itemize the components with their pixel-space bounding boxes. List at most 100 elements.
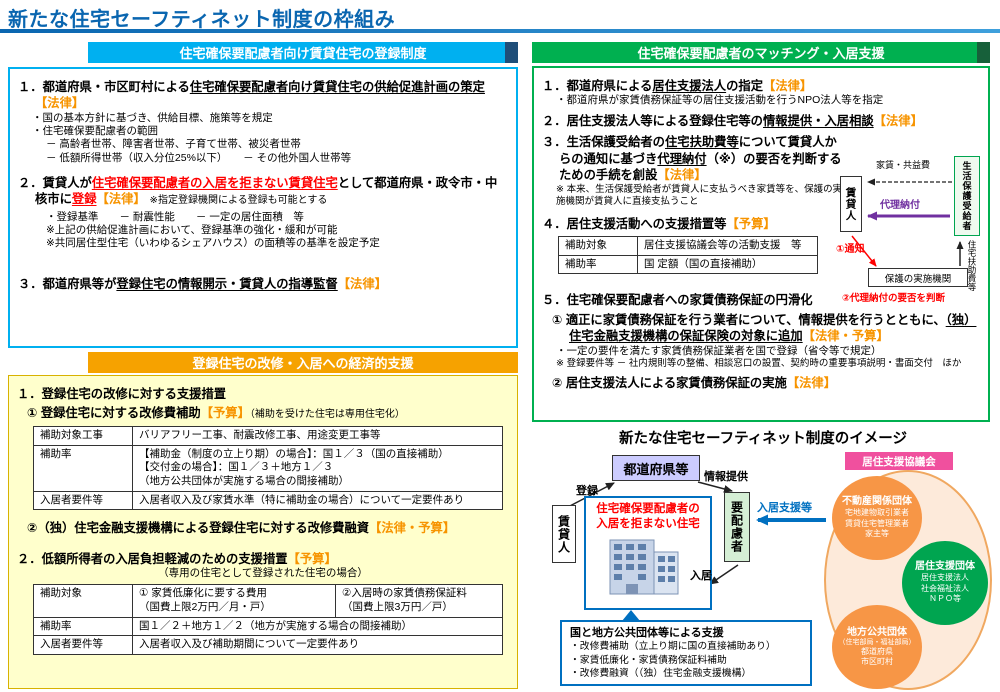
circle-line: 家主等 bbox=[865, 529, 889, 539]
landlord-box: 賃貸人 bbox=[552, 505, 576, 563]
registration-header-cap bbox=[505, 42, 518, 63]
table-label-cell: 補助率 bbox=[33, 444, 133, 492]
table-value-cell: 入居者収入及び家賃水準（特に補助金の場合）について一定要件あり bbox=[132, 490, 503, 511]
info-provision-label: 情報提供 bbox=[704, 471, 748, 483]
note-line: － 低額所得世帯（収入分位25%以下） － その他外国人世帯等 bbox=[46, 151, 352, 164]
matching-box: １．都道府県による居住支援法人の指定【法律】 ・都道府県が家賃債務保証等の居住支… bbox=[532, 66, 990, 422]
housing-text-line: 住宅確保要配慮者の bbox=[596, 503, 700, 515]
council-bar: 居住支援協議会 bbox=[845, 452, 953, 470]
national-support-box: 国と地方公共団体等による支援 ・改修費補助（立上り期に国の直接補助あり） ・家賃… bbox=[560, 620, 812, 686]
circle-line: 都道府県 bbox=[861, 646, 893, 656]
housing-aid-label: 住宅扶助費等 bbox=[967, 240, 977, 291]
note-line: ・登録基準 － 耐震性能 － 一定の居住面積 等 bbox=[46, 210, 304, 223]
economic-header: 登録住宅の改修・入居への経済的支援 bbox=[88, 352, 518, 373]
match-item-3: ３．生活保護受給者の住宅扶助費等について賃貸人からの通知に基づき代理納付（※）の… bbox=[542, 135, 842, 183]
table-value-cell: 居住支援協議会等の活動支援 等 bbox=[637, 235, 818, 256]
movein-support-label: 入居支援等 bbox=[757, 502, 812, 514]
table-value-cell: 国 定額（国の直接補助） bbox=[637, 254, 818, 275]
table-label-cell: 補助対象工事 bbox=[33, 425, 133, 446]
note-line: ※ 本来、生活保護受給者が賃貸人に支払うべき家賃等を、保護の実施機関が賃貸人に直… bbox=[556, 183, 843, 207]
note-line: － 高齢者世帯、障害者世帯、子育て世帯、被災者世帯 bbox=[46, 138, 301, 151]
proxy-decision-label: ②代理納付の要否を判断 bbox=[842, 293, 946, 304]
table-label-cell: 補助率 bbox=[558, 254, 638, 275]
table-value-cell: 国１／２＋地方１／２（地方が実施する場合の間接補助） bbox=[132, 616, 503, 637]
table-row: 補助率 国１／２＋地方１／２（地方が実施する場合の間接補助） bbox=[33, 616, 503, 637]
eco-item-2: ２．低額所得者の入居負担軽減のための支援措置【予算】 bbox=[17, 551, 337, 566]
notice-label: ①通知 bbox=[836, 244, 865, 255]
building-illustration bbox=[609, 539, 679, 595]
diagram-heading: 新たな住宅セーフティネット制度のイメージ bbox=[619, 431, 907, 447]
note-line: ・一定の要件を満たす家賃債務保証業者を国で登録（省令等で規定） bbox=[556, 344, 882, 357]
table-label-cell: 補助率 bbox=[33, 616, 133, 637]
registration-header-label: 住宅確保要配慮者向け賃貸住宅の登録制度 bbox=[179, 46, 427, 61]
rent-subsidy-table: 補助対象 ① 家賃低廉化に要する費用 （国費上限2万円／月・戸） ②入居時の家賃… bbox=[33, 584, 503, 655]
table-label-cell: 入居者要件等 bbox=[33, 635, 133, 655]
support-activity-table: 補助対象 居住支援協議会等の活動支援 等 補助率 国 定額（国の直接補助） bbox=[558, 235, 818, 275]
circle-line: 社会福祉法人 bbox=[921, 583, 969, 593]
economic-header-label: 登録住宅の改修・入居への経済的支援 bbox=[192, 356, 414, 371]
title-rule bbox=[0, 29, 1000, 33]
rent-fee-label: 家賃・共益費 bbox=[876, 160, 931, 170]
circle-subtitle: （住宅部局・福祉部局） bbox=[838, 638, 916, 646]
table-label-cell: 入居者要件等 bbox=[33, 490, 133, 511]
landlord-box: 賃貸人 bbox=[840, 176, 862, 232]
circle-line: ＮＰＯ等 bbox=[929, 594, 961, 604]
circle-title: 居住支援団体 bbox=[915, 561, 975, 573]
register-label: 登録 bbox=[576, 485, 598, 497]
matching-header: 住宅確保要配慮者のマッチング・入居支援 bbox=[532, 42, 990, 63]
proxy-payment-label: 代理納付 bbox=[880, 200, 920, 211]
support-box-line: ・改修費融資（（独）住宅金融支援機構） bbox=[570, 667, 752, 679]
circle-line: 居住支援法人 bbox=[921, 573, 969, 583]
match-item-2: ２．居住支援法人等による登録住宅等の情報提供・入居相談【法律】 bbox=[542, 113, 923, 128]
local-government-circle: 地方公共団体 （住宅部局・福祉部局） 都道府県 市区町村 bbox=[832, 605, 922, 689]
match-item-1: １．都道府県による居住支援法人の指定【法律】 bbox=[542, 79, 813, 93]
page-title: 新たな住宅セーフティネット制度の枠組み bbox=[8, 9, 396, 31]
support-group-circle: 居住支援団体 居住支援法人 社会福祉法人 ＮＰＯ等 bbox=[902, 541, 988, 625]
eco-item-2-note: （専用の住宅として登録された住宅の場合） bbox=[158, 567, 368, 580]
realestate-group-circle: 不動産関係団体 宅地建物取引業者 賃貸住宅管理業者 家主等 bbox=[832, 476, 922, 560]
note-line: ・国の基本方針に基づき、供給目標、施策等を規定 bbox=[32, 111, 273, 124]
economic-box: １．登録住宅の改修に対する支援措置 ① 登録住宅に対する改修費補助【予算】（補助… bbox=[8, 375, 518, 689]
system-image-diagram: 新たな住宅セーフティネット制度のイメージ 都道府県等 登録 情報提供 賃貸人 住… bbox=[530, 424, 996, 692]
reg-item-2: ２．賃貸人が住宅確保要配慮者の入居を拒まない賃貸住宅として都道府県・政令市・中核… bbox=[18, 175, 498, 207]
table-row: 入居者要件等 入居者収入及び補助期間について一定要件あり bbox=[33, 635, 503, 655]
eco-item-1: １．登録住宅の改修に対する支援措置 bbox=[17, 387, 227, 401]
welfare-recipient-box: 生活保護受給者 bbox=[954, 156, 980, 236]
table-row: 補助率 国 定額（国の直接補助） bbox=[558, 254, 818, 275]
reg-item-3: ３．都道府県等が登録住宅の情報開示・賃貸人の指導監督【法律】 bbox=[18, 277, 387, 292]
table-value-cell: ① 家賃低廉化に要する費用 （国費上限2万円／月・戸） bbox=[132, 584, 336, 618]
table-value-cell: 入居者収入及び補助期間について一定要件あり bbox=[132, 635, 503, 655]
table-label-cell: 補助対象 bbox=[33, 584, 133, 618]
match-item-4: ４．居住支援活動への支援措置等【予算】 bbox=[542, 216, 776, 231]
housing-text-line: 入居を拒まない住宅 bbox=[596, 517, 700, 530]
table-row: 補助対象工事 バリアフリー工事、耐震改修工事、用途変更工事等 bbox=[33, 425, 503, 446]
prefecture-box: 都道府県等 bbox=[612, 455, 700, 481]
support-box-line: ・改修費補助（立上り期に国の直接補助あり） bbox=[570, 641, 776, 653]
table-label-cell: 補助対象 bbox=[558, 235, 638, 256]
note-line: ※共同居住型住宅（いわゆるシェアハウス）の面積等の基準を設定予定 bbox=[46, 237, 380, 250]
table-value-cell: 【補助金（制度の立上り期）の場合】：国１／３（国の直接補助） 【交付金の場合】：… bbox=[132, 444, 503, 492]
reg-item-1: １．都道府県・市区町村による住宅確保要配慮者向け賃貸住宅の供給促進計画の策定【法… bbox=[18, 80, 485, 111]
circle-line: 市区町村 bbox=[861, 657, 893, 667]
eco-item-1-2: ②（独）住宅金融支援機構による登録住宅に対する改修費融資【法律・予算】 bbox=[27, 521, 456, 536]
note-line: ・住宅確保要配慮者の範囲 bbox=[32, 125, 158, 138]
table-value-cell: ②入居時の家賃債務保証料 （国費上限3万円／戸） bbox=[335, 584, 503, 618]
renovation-subsidy-table: 補助対象工事 バリアフリー工事、耐震改修工事、用途変更工事等 補助率 【補助金（… bbox=[33, 425, 503, 511]
registration-box: １．都道府県・市区町村による住宅確保要配慮者向け賃貸住宅の供給促進計画の策定【法… bbox=[8, 67, 518, 348]
note-line: ・都道府県が家賃債務保証等の居住支援活動を行うNPO法人等を指定 bbox=[556, 94, 884, 107]
matching-header-cap bbox=[977, 42, 990, 63]
table-row: 補助対象 居住支援協議会等の活動支援 等 bbox=[558, 235, 818, 256]
table-row: 入居者要件等 入居者収入及び家賃水準（特に補助金の場合）について一定要件あり bbox=[33, 490, 503, 511]
table-row: 補助対象 ① 家賃低廉化に要する費用 （国費上限2万円／月・戸） ②入居時の家賃… bbox=[33, 584, 503, 618]
match-item-5: ５．住宅確保要配慮者への家賃債務保証の円滑化 bbox=[542, 293, 813, 308]
matching-header-label: 住宅確保要配慮者のマッチング・入居支援 bbox=[637, 46, 885, 61]
registration-header: 住宅確保要配慮者向け賃貸住宅の登録制度 bbox=[88, 42, 518, 63]
eco-item-1-1: ① 登録住宅に対する改修費補助【予算】（補助を受けた住宅は専用住宅化） bbox=[27, 406, 405, 421]
table-row: 補助率 【補助金（制度の立上り期）の場合】：国１／３（国の直接補助） 【交付金の… bbox=[33, 444, 503, 492]
movein-label: 入居 bbox=[690, 570, 712, 582]
note-line: ※ 登録要件等 － 社内規則等の整備、相談窓口の設置、契約時の重要事項説明・書面… bbox=[556, 357, 962, 369]
tenant-box: 要配慮者 bbox=[724, 492, 750, 562]
note-line: ※上記の供給促進計画において、登録基準の強化・緩和が可能 bbox=[46, 223, 338, 236]
circle-line: 賃貸住宅管理業者 bbox=[845, 518, 909, 528]
